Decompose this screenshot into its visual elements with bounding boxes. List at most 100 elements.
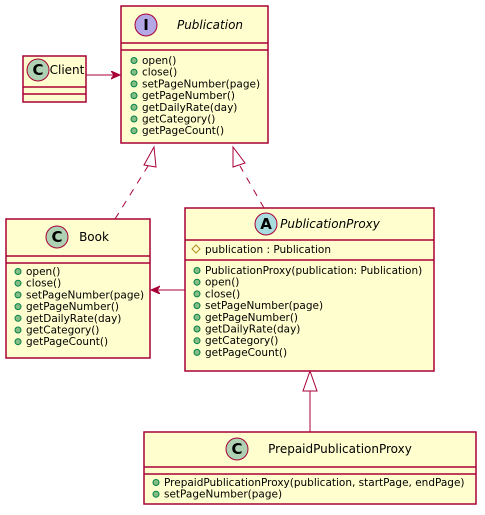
stereotype-letter: C bbox=[51, 228, 62, 246]
public-visibility-icon bbox=[14, 268, 22, 275]
method-text: getCategory() bbox=[26, 325, 99, 337]
method-row: getPageCount() bbox=[14, 336, 108, 348]
method-row: PublicationProxy(publication: Publicatio… bbox=[193, 265, 422, 277]
method-row: getPageNumber() bbox=[14, 301, 119, 313]
public-visibility-icon bbox=[193, 337, 201, 345]
public-visibility-icon bbox=[130, 57, 138, 64]
method-text: setPageNumber(page) bbox=[164, 489, 282, 501]
public-visibility-icon bbox=[193, 290, 201, 298]
method-row: getCategory() bbox=[14, 325, 99, 337]
method-row: setPageNumber(page) bbox=[14, 289, 144, 301]
method-row: setPageNumber(page) bbox=[193, 300, 323, 312]
method-row: setPageNumber(page) bbox=[152, 489, 282, 501]
abstract-stereotype-icon bbox=[254, 212, 278, 236]
method-text: open() bbox=[142, 55, 176, 67]
public-visibility-icon bbox=[14, 314, 22, 322]
public-visibility-icon bbox=[152, 490, 160, 498]
public-visibility-icon bbox=[152, 479, 160, 486]
method-row: close() bbox=[130, 67, 177, 79]
public-visibility-icon bbox=[193, 267, 201, 274]
method-list: open()close()setPageNumber(page)getPageN… bbox=[14, 266, 144, 348]
stereotype-letter: A bbox=[260, 215, 272, 233]
public-visibility-icon bbox=[130, 103, 138, 111]
public-visibility-icon bbox=[193, 325, 201, 333]
class-book[interactable]: C Book open()close()setPageNumber(page)g… bbox=[5, 218, 151, 359]
method-row: open() bbox=[193, 277, 239, 289]
public-visibility-icon bbox=[130, 80, 138, 88]
class-title: Book bbox=[79, 230, 109, 244]
realization-book-publication bbox=[114, 165, 149, 220]
method-row: PrepaidPublicationProxy(publication, sta… bbox=[152, 477, 465, 489]
public-visibility-icon bbox=[130, 127, 138, 135]
method-row: getDailyRate(day) bbox=[130, 102, 237, 114]
method-text: getDailyRate(day) bbox=[142, 102, 237, 114]
method-text: close() bbox=[26, 278, 61, 290]
public-visibility-icon bbox=[14, 303, 22, 311]
method-text: PrepaidPublicationProxy(publication, sta… bbox=[164, 477, 465, 489]
method-row: open() bbox=[14, 266, 60, 278]
field-publication: publication : Publication bbox=[191, 244, 331, 256]
method-list: open()close()setPageNumber(page)getPageN… bbox=[130, 55, 260, 137]
class-publication[interactable]: I Publication open()close()setPageNumber… bbox=[120, 5, 269, 144]
method-text: getDailyRate(day) bbox=[205, 324, 300, 336]
method-text: getCategory() bbox=[205, 335, 278, 347]
class-title: Client bbox=[50, 63, 85, 77]
method-text: PublicationProxy(publication: Publicatio… bbox=[205, 265, 422, 277]
class-title: PublicationProxy bbox=[280, 217, 381, 231]
class-stereotype-icon bbox=[225, 437, 249, 461]
method-text: setPageNumber(page) bbox=[205, 300, 323, 312]
method-text: getPageCount() bbox=[205, 347, 287, 359]
method-row: getPageNumber() bbox=[193, 312, 298, 324]
method-text: getPageCount() bbox=[142, 125, 224, 137]
public-visibility-icon bbox=[14, 291, 22, 299]
method-row: setPageNumber(page) bbox=[130, 78, 260, 90]
method-text: close() bbox=[205, 288, 240, 300]
stereotype-letter: I bbox=[143, 16, 149, 34]
method-text: setPageNumber(page) bbox=[26, 289, 144, 301]
realization-triangle-proxy bbox=[232, 145, 246, 168]
public-visibility-icon bbox=[130, 115, 138, 123]
method-row: open() bbox=[130, 55, 176, 67]
public-visibility-icon bbox=[130, 92, 138, 100]
method-text: getPageNumber() bbox=[26, 301, 119, 313]
method-list: PublicationProxy(publication: Publicatio… bbox=[193, 265, 422, 359]
method-row: getDailyRate(day) bbox=[193, 324, 300, 336]
method-text: setPageNumber(page) bbox=[142, 78, 260, 90]
method-text: close() bbox=[142, 67, 177, 79]
class-publication-proxy[interactable]: A PublicationProxy publication : Publica… bbox=[184, 207, 435, 372]
method-row: close() bbox=[14, 278, 61, 290]
public-visibility-icon bbox=[14, 279, 22, 287]
method-text: getPageNumber() bbox=[205, 312, 298, 324]
svg-text:publication : Publication: publication : Publication bbox=[205, 244, 331, 256]
public-visibility-icon bbox=[193, 313, 201, 321]
realization-triangle-book bbox=[143, 145, 157, 168]
stereotype-letter: C bbox=[32, 61, 43, 79]
public-visibility-icon bbox=[193, 302, 201, 310]
public-visibility-icon bbox=[193, 348, 201, 356]
class-title: Publication bbox=[177, 18, 243, 32]
public-visibility-icon bbox=[130, 68, 138, 76]
method-list: PrepaidPublicationProxy(publication, sta… bbox=[152, 477, 465, 501]
method-text: getCategory() bbox=[142, 114, 215, 126]
method-row: getCategory() bbox=[130, 114, 215, 126]
method-text: getPageNumber() bbox=[142, 90, 235, 102]
class-prepaid-publication-proxy[interactable]: C PrepaidPublicationProxy PrepaidPublica… bbox=[143, 431, 477, 505]
method-row: getPageCount() bbox=[193, 347, 287, 359]
public-visibility-icon bbox=[193, 278, 201, 286]
method-row: getDailyRate(day) bbox=[14, 313, 121, 325]
method-row: getPageCount() bbox=[130, 125, 224, 137]
method-text: getDailyRate(day) bbox=[26, 313, 121, 325]
class-client[interactable]: C Client bbox=[22, 55, 87, 103]
public-visibility-icon bbox=[14, 326, 22, 334]
method-text: getPageCount() bbox=[26, 336, 108, 348]
protected-visibility-icon bbox=[191, 244, 201, 254]
method-row: getCategory() bbox=[193, 335, 278, 347]
interface-stereotype-icon bbox=[134, 13, 158, 37]
method-text: open() bbox=[26, 266, 60, 278]
class-stereotype-icon bbox=[45, 225, 69, 249]
class-title: PrepaidPublicationProxy bbox=[268, 442, 412, 456]
generalization-triangle bbox=[302, 369, 318, 392]
method-row: getPageNumber() bbox=[130, 90, 235, 102]
stereotype-letter: C bbox=[231, 440, 242, 458]
